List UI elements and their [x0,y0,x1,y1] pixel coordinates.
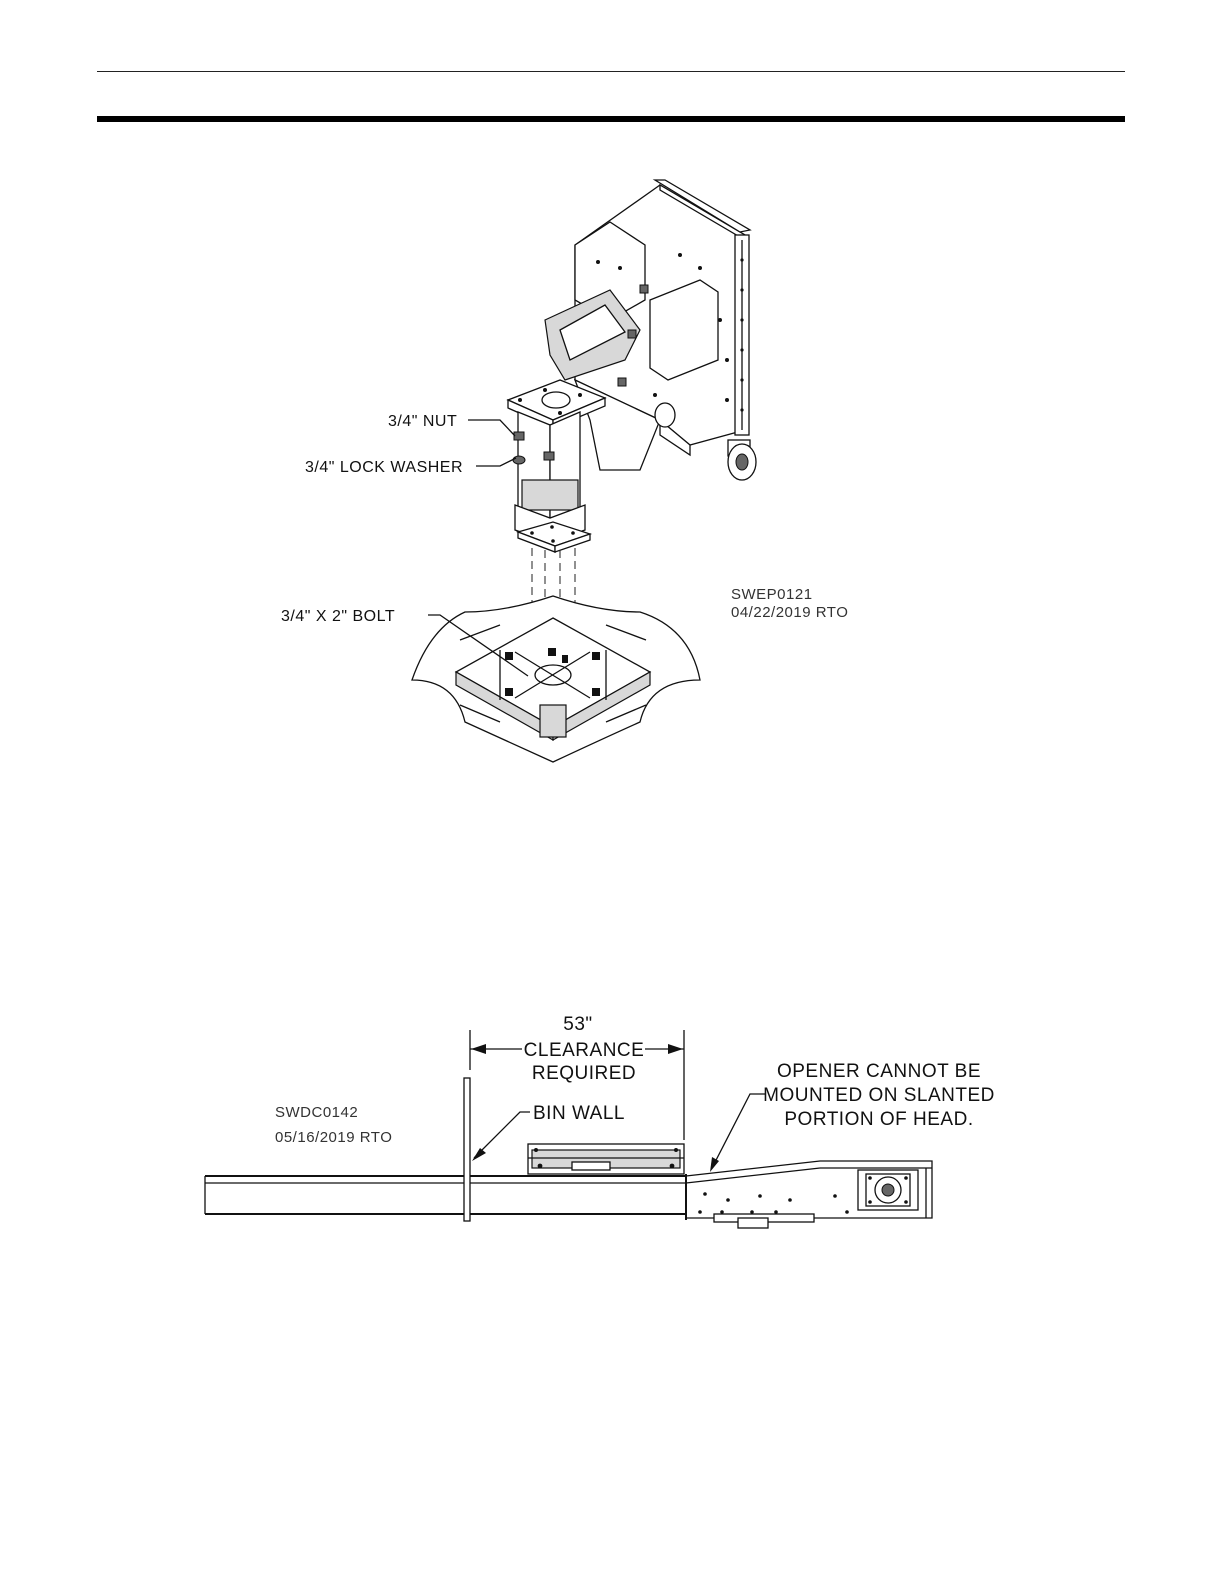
bin-wall-leader [472,1112,530,1161]
figure-2-clearance: 53" CLEARANCE REQUIRED BIN WALL OPENER C… [205,1014,995,1228]
dimension-value: 53" [563,1014,592,1035]
figure-1-assembly: 3/4" NUT 3/4" LOCK WASHER 3/4" X 2" BOLT… [281,180,848,762]
note-line-1: OPENER CANNOT BE [777,1061,981,1082]
note-line-2: MOUNTED ON SLANTED [763,1085,995,1106]
figure-1-drawing-date: 04/22/2019 RTO [731,604,848,621]
opener-unit [528,1144,684,1174]
lock-washer-label: 3/4" LOCK WASHER [305,459,463,476]
nut-label: 3/4" NUT [388,413,457,430]
note-line-3: PORTION OF HEAD. [784,1109,973,1130]
head [686,1161,932,1228]
base-plate [412,596,700,762]
slant-note-leader [710,1094,765,1172]
figure-1-drawing-code: SWEP0121 [731,586,813,603]
clearance-label-1: CLEARANCE [524,1040,645,1061]
figure-2-drawing-date: 05/16/2019 RTO [275,1129,392,1146]
tube-body [205,1176,686,1214]
bin-wall [464,1078,470,1221]
bolt-label: 3/4" X 2" BOLT [281,608,395,625]
figure-2-drawing-code: SWDC0142 [275,1104,358,1121]
bin-wall-label: BIN WALL [533,1103,625,1124]
clearance-label-2: REQUIRED [532,1063,636,1084]
